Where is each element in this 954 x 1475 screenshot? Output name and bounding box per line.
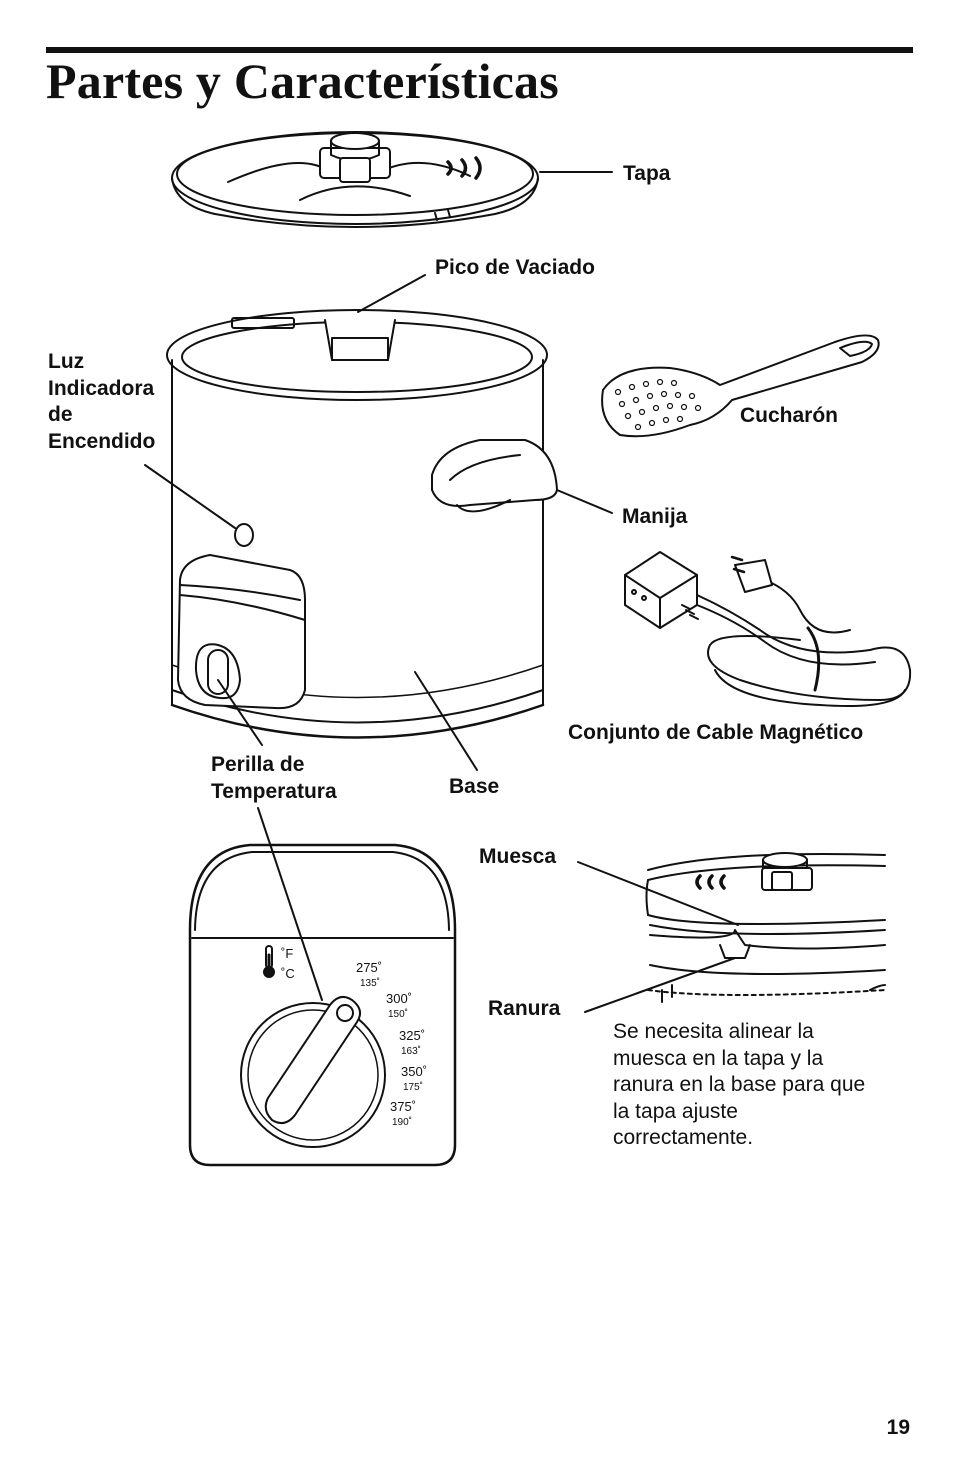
dial-f-375: 375˚ — [390, 1099, 416, 1114]
dial-c-163: 163˚ — [401, 1045, 421, 1057]
label-cucharon: Cucharón — [740, 404, 839, 427]
fryer-body-illustration — [144, 274, 613, 771]
dial-c-135: 135˚ — [360, 977, 380, 989]
label-luz-indicadora: Luz Indicadora de Encendido — [48, 350, 156, 453]
dial-markings: ˚F ˚C 275˚ 135˚ 300˚ 150˚ 325˚ 163˚ 350˚… — [281, 946, 427, 1128]
page-title: Partes y Características — [46, 53, 559, 109]
alignment-illustration — [577, 852, 886, 1013]
dial-f-325: 325˚ — [399, 1028, 425, 1043]
label-muesca: Muesca — [479, 845, 557, 868]
ladle-illustration — [601, 334, 880, 438]
dial-c-150: 150˚ — [388, 1008, 408, 1020]
label-ranura: Ranura — [488, 997, 561, 1020]
dial-f-300: 300˚ — [386, 991, 412, 1006]
unit-fahrenheit: ˚F — [281, 946, 293, 961]
control-panel-illustration — [188, 807, 457, 1167]
cord-illustration — [624, 551, 912, 707]
label-base: Base — [449, 775, 500, 798]
dial-f-350: 350˚ — [401, 1064, 427, 1079]
header-rule — [46, 47, 913, 53]
label-tapa: Tapa — [623, 162, 671, 185]
label-pico-de-vaciado: Pico de Vaciado — [435, 256, 595, 279]
unit-celsius: ˚C — [281, 966, 295, 981]
lid-illustration — [171, 131, 613, 228]
label-cable: Conjunto de Cable Magnético — [568, 721, 864, 744]
label-manija: Manija — [622, 505, 688, 528]
dial-c-175: 175˚ — [403, 1081, 423, 1093]
alignment-note: Se necesita alinear la muesca en la tapa… — [613, 1020, 866, 1149]
label-perilla: Perilla de Temperatura — [211, 753, 337, 803]
page-number: 19 — [886, 1416, 910, 1439]
dial-c-190: 190˚ — [392, 1116, 412, 1128]
dial-f-275: 275˚ — [356, 960, 382, 975]
